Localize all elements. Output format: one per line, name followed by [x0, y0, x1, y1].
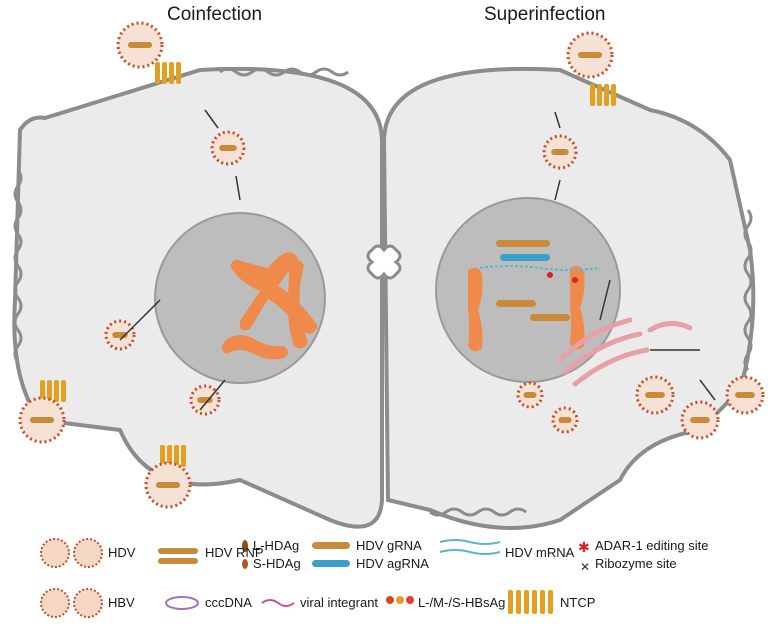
- right-nucleus-rna: [479, 240, 601, 321]
- endoplasmic-reticulum: [557, 317, 693, 387]
- virion-core-3: [155, 482, 181, 488]
- hdv-icon: [40, 538, 70, 568]
- virion-core-2: [29, 417, 55, 423]
- legend-cccdna: cccDNA: [205, 595, 252, 610]
- cccdna-icon: [165, 596, 199, 610]
- legend-s-hdag: S-HDAg: [253, 556, 301, 571]
- pathway-arrows: [119, 109, 716, 411]
- legend-ribozyme: Ribozyme site: [595, 556, 677, 571]
- hbv-icon: [40, 588, 70, 618]
- right-chromosomes: [468, 265, 585, 352]
- ribozyme-icon: ✕: [580, 560, 590, 574]
- virion-core-11: [523, 392, 537, 398]
- legend-hdv-grna: HDV gRNA: [356, 538, 422, 553]
- legend-hdv-agrna: HDV agRNA: [356, 556, 429, 571]
- title-superinfection: Superinfection: [484, 4, 606, 25]
- top-membrane-wave: [219, 67, 349, 77]
- adar-icon: ✱: [578, 540, 590, 556]
- virions-layer: [18, 21, 765, 509]
- hdv-grna-icon: [312, 542, 350, 549]
- left-membrane-wave: [13, 169, 23, 363]
- viral-integrant-icon: [261, 599, 295, 607]
- hdv-mrna-icon: [439, 539, 501, 545]
- s-hdag-icon: [242, 559, 248, 569]
- bottom-membrane-wave: [429, 507, 527, 517]
- legend-icons: ✱ ✕: [40, 538, 590, 618]
- legend-l-hdag: L-HDAg: [253, 538, 300, 553]
- virion-core-4: [219, 145, 237, 151]
- legend-adar1: ADAR-1 editing site: [595, 538, 709, 553]
- legend-hbsag: L-/M-/S-HBsAg: [418, 595, 506, 610]
- legend-hdv-rnp: HDV RNP: [205, 545, 264, 560]
- virion-core-0: [127, 42, 153, 48]
- virion-core-8: [645, 392, 665, 398]
- legend-viral-integrant: viral integrant: [300, 595, 379, 610]
- virion-core-1: [577, 52, 603, 58]
- virion-core-9: [690, 417, 710, 423]
- ntcp-icon: [508, 590, 553, 614]
- hdv-rnp-icon: [158, 548, 198, 554]
- hdv-agrna-icon: [312, 560, 350, 567]
- left-chromosomes: [222, 252, 318, 360]
- legend-ntcp: NTCP: [560, 595, 596, 610]
- legend-hdv-mrna: HDV mRNA: [505, 545, 575, 560]
- legend-hdv: HDV: [108, 545, 136, 560]
- right-membrane-wave: [743, 209, 753, 371]
- l-hdag-icon: [242, 540, 248, 552]
- virion-core-5: [551, 149, 569, 155]
- ntcp-receptors: [40, 62, 616, 467]
- gap-junction: [366, 244, 402, 280]
- legend-hbv: HBV: [108, 595, 135, 610]
- title-coinfection: Coinfection: [167, 4, 263, 25]
- hbsag-icon: [386, 596, 394, 604]
- virion-core-12: [558, 417, 572, 423]
- virion-core-10: [735, 392, 755, 398]
- hdv-icon-2: [73, 538, 103, 568]
